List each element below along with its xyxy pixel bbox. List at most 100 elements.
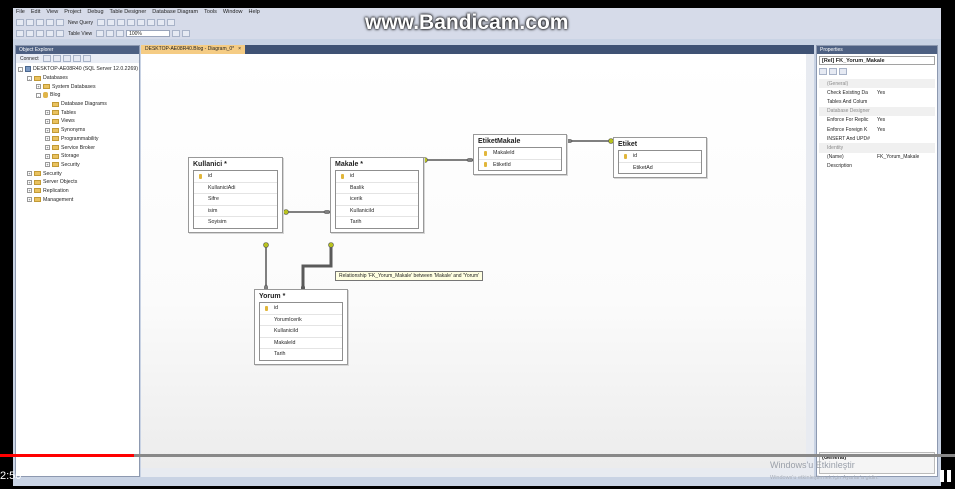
tree-node[interactable]: +Tables <box>18 108 138 117</box>
tree-node[interactable]: +Server Objects <box>18 178 138 187</box>
column-row[interactable]: EtiketId <box>479 160 561 171</box>
expand-icon[interactable]: + <box>45 136 50 142</box>
column-row[interactable]: id <box>260 303 342 315</box>
column-row[interactable]: id <box>619 151 701 163</box>
query-icon[interactable] <box>97 19 106 26</box>
close-icon[interactable]: × <box>238 46 242 52</box>
connect-icon[interactable] <box>42 55 51 62</box>
property-value[interactable]: Yes <box>877 126 886 133</box>
column-row[interactable]: YorumIcerik <box>260 315 342 326</box>
tree-node[interactable]: -Blog <box>18 91 138 100</box>
expand-icon[interactable]: + <box>45 110 50 116</box>
tree-node[interactable]: +System Databases <box>18 82 138 91</box>
tree-node[interactable]: Database Diagrams <box>18 100 138 109</box>
stop-icon[interactable] <box>62 55 71 62</box>
tree-node[interactable]: -DESKTOP-AE08R40 (SQL Server 12.0.2269) <box>18 65 138 74</box>
expand-icon[interactable]: + <box>27 188 32 194</box>
refresh-icon[interactable] <box>82 55 91 62</box>
tree-node[interactable]: +Replication <box>18 187 138 196</box>
undo-icon[interactable] <box>147 19 156 26</box>
open-file-icon[interactable] <box>26 19 34 26</box>
property-category[interactable]: (General) <box>819 79 935 89</box>
expand-icon[interactable]: + <box>27 197 32 203</box>
text-annotation-icon[interactable] <box>106 30 115 37</box>
column-row[interactable]: Soyisim <box>194 217 277 228</box>
autosize-icon[interactable] <box>182 30 191 37</box>
save-all-icon[interactable] <box>46 19 54 26</box>
property-row[interactable]: Tables And Colum <box>819 97 935 106</box>
expand-icon[interactable]: + <box>45 145 50 151</box>
column-row[interactable]: KullaniciId <box>260 326 342 338</box>
expand-icon[interactable]: - <box>18 66 23 72</box>
menu-item-file[interactable]: File <box>16 9 25 15</box>
relationships-icon[interactable] <box>36 30 44 37</box>
vertical-scrollbar[interactable] <box>806 54 814 468</box>
property-category[interactable]: Identity <box>819 143 935 153</box>
column-row[interactable]: KullaniciAdi <box>194 183 277 194</box>
tree-node[interactable]: +Security <box>18 169 138 178</box>
column-row[interactable]: MakaleId <box>479 148 561 160</box>
expand-icon[interactable]: + <box>45 162 50 168</box>
arrange-icon[interactable] <box>96 30 105 37</box>
tree-node[interactable]: -Databases <box>18 74 138 83</box>
pause-icon[interactable] <box>940 470 951 482</box>
column-row[interactable]: KullaniciId <box>336 206 418 217</box>
property-value[interactable]: Yes <box>877 89 886 96</box>
video-progress-bar[interactable] <box>0 454 955 457</box>
expand-icon[interactable]: + <box>45 127 50 133</box>
tree-node[interactable]: +Views <box>18 117 138 126</box>
column-row[interactable]: isim <box>194 206 277 217</box>
expand-icon[interactable]: + <box>45 118 50 124</box>
column-row[interactable]: Baslik <box>336 183 418 194</box>
tree-node[interactable]: +Service Broker <box>18 143 138 152</box>
property-row[interactable]: INSERT And UPD# <box>819 134 935 143</box>
property-value[interactable]: Yes <box>877 117 886 124</box>
column-row[interactable]: icerik <box>336 194 418 206</box>
save-icon[interactable] <box>36 19 44 26</box>
menu-item-project[interactable]: Project <box>64 9 82 15</box>
column-row[interactable]: Tarih <box>260 349 342 360</box>
add-table-icon[interactable] <box>26 30 34 37</box>
query-icon[interactable] <box>107 19 116 26</box>
property-category[interactable]: Database Designer <box>819 106 935 116</box>
indexes-icon[interactable] <box>46 30 54 37</box>
column-row[interactable]: Tarih <box>336 217 418 228</box>
tree-node[interactable]: +Programmability <box>18 135 138 144</box>
redo-icon[interactable] <box>157 19 166 26</box>
menu-item-tools[interactable]: Tools <box>204 9 217 15</box>
column-row[interactable]: MakaleId <box>260 338 342 349</box>
property-row[interactable]: Description <box>819 162 935 171</box>
menu-item-window[interactable]: Window <box>222 9 243 15</box>
expand-icon[interactable]: + <box>45 153 50 159</box>
menu-item-help[interactable]: Help <box>248 9 260 15</box>
filter-icon[interactable] <box>72 55 81 62</box>
expand-icon[interactable]: + <box>27 171 32 177</box>
column-row[interactable]: Sifre <box>194 194 277 206</box>
property-row[interactable]: (Name)FK_Yorum_Makale <box>819 153 935 162</box>
new-query-button[interactable]: New Query <box>68 19 94 26</box>
expand-icon[interactable]: + <box>27 179 32 185</box>
expand-icon[interactable]: - <box>36 92 41 98</box>
zoom-combo[interactable]: 100% <box>126 30 171 37</box>
expand-icon[interactable]: - <box>27 75 32 81</box>
zoom-icon[interactable] <box>172 30 181 37</box>
properties-object-select[interactable]: [Rel] FK_Yorum_Makale <box>819 56 935 65</box>
copy-icon[interactable] <box>127 19 136 26</box>
categorized-icon[interactable] <box>819 68 827 75</box>
tree-node[interactable]: +Synonyms <box>18 126 138 135</box>
column-row[interactable]: id <box>336 171 418 183</box>
property-pages-icon[interactable] <box>839 68 847 75</box>
column-row[interactable]: EtiketAd <box>619 163 701 174</box>
page-break-icon[interactable] <box>116 30 125 37</box>
alphabetical-icon[interactable] <box>829 68 837 75</box>
tree-node[interactable]: +Security <box>18 161 138 170</box>
column-row[interactable]: id <box>194 171 277 183</box>
menu-item-edit[interactable]: Edit <box>30 9 41 15</box>
